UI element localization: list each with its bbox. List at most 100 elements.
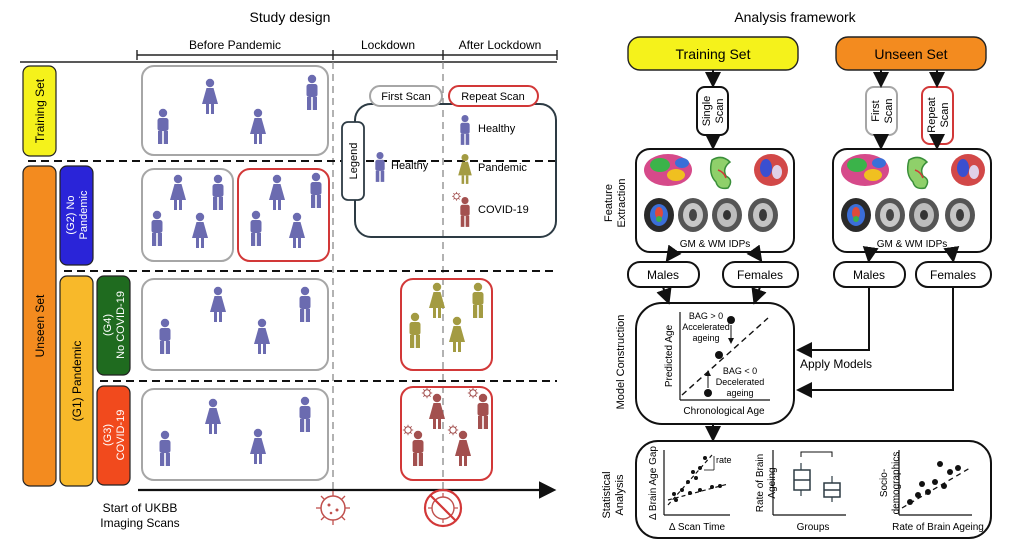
statistical-analysis-label-2: Analysis	[614, 474, 626, 515]
g4-tag	[96, 275, 131, 376]
female-person-icon	[192, 212, 208, 248]
males-left-label: Males	[647, 268, 679, 282]
covid-virus-icon	[402, 424, 414, 436]
male-person-icon	[159, 318, 171, 354]
legend-healthy-label: Healthy	[478, 123, 516, 135]
decelerated-label-1: Decelerated	[716, 377, 765, 387]
legend-title: Legend	[348, 143, 360, 180]
training-set-pill-label: Training Set	[676, 46, 751, 62]
first-scan-label-2: Scan	[883, 98, 895, 123]
participant-icons	[151, 74, 489, 466]
female-person-icon	[429, 282, 445, 318]
single-scan-label-1: Single	[701, 96, 713, 127]
statistical-analysis-label-1: Statistical	[601, 471, 613, 518]
training-set-tag-label: Training Set	[33, 78, 47, 143]
chronological-age-label: Chronological Age	[683, 406, 765, 417]
period-lockdown-label: Lockdown	[361, 38, 415, 52]
g2-repeat-scan-box	[237, 168, 330, 262]
unseen-set-pill	[835, 36, 987, 71]
rate-ageing-axis-label-2: Ageing	[767, 467, 778, 498]
male-person-icon	[409, 312, 421, 348]
male-person-icon	[159, 430, 171, 466]
legend-covid-label: COVID-19	[478, 204, 529, 216]
training-before-box	[141, 65, 329, 156]
legend-healthy-left-label: Healthy	[391, 160, 429, 172]
g3-repeat-scan-box	[400, 386, 493, 481]
male-person-icon	[250, 210, 262, 246]
male-person-icon	[157, 108, 169, 144]
g4-first-scan-box	[141, 278, 329, 371]
period-before-label: Before Pandemic	[189, 38, 281, 52]
females-right-label: Females	[930, 268, 976, 282]
covid-virus-icon	[447, 424, 459, 436]
model-construction-box	[635, 302, 795, 425]
accelerated-label-1: Accelerated	[682, 322, 730, 332]
unseen-set-tag	[22, 165, 57, 487]
female-person-icon	[447, 424, 471, 466]
rate-brain-ageing-axis-label: Rate of Brain Ageing	[892, 522, 984, 533]
rate-label: rate	[716, 455, 732, 465]
accelerated-label-2: ageing	[692, 333, 719, 343]
apply-models-label: Apply Models	[800, 357, 872, 371]
male-person-icon	[472, 282, 484, 318]
female-person-icon	[250, 108, 266, 144]
virus-icon	[316, 491, 350, 525]
single-scan-label-2: Scan	[714, 98, 726, 123]
analysis-framework-title: Analysis framework	[734, 9, 856, 25]
rate-ageing-axis-label-1: Rate of Brain	[755, 454, 766, 512]
g4-tag-label-2: No COVID-19	[115, 291, 127, 359]
covid-virus-icon	[421, 387, 433, 399]
brain-images-right	[841, 154, 985, 232]
female-person-icon	[269, 174, 285, 210]
female-person-icon	[421, 387, 445, 429]
g1-tag-label: (G1) Pandemic	[70, 341, 84, 422]
male-person-icon	[310, 172, 322, 208]
male-person-icon	[460, 114, 470, 145]
bag-plot	[679, 312, 770, 401]
idps-left-label: GM & WM IDPs	[680, 239, 751, 250]
female-person-icon	[250, 428, 266, 464]
g2-first-scan-box	[141, 168, 234, 262]
covid-virus-icon	[467, 387, 479, 399]
flow-arrows	[656, 70, 960, 442]
decelerated-label-2: ageing	[726, 388, 753, 398]
predicted-age-label: Predicted Age	[664, 324, 675, 387]
legend-repeat-scan-label: Repeat Scan	[461, 91, 525, 103]
female-person-icon	[205, 398, 221, 434]
period-after-label: After Lockdown	[459, 38, 542, 52]
female-person-icon	[289, 212, 305, 248]
statistical-analysis-box	[635, 440, 992, 539]
covid-virus-icon	[452, 191, 461, 201]
male-person-icon	[452, 191, 470, 227]
male-person-icon	[467, 387, 489, 429]
males-right-label: Males	[853, 268, 885, 282]
female-person-icon	[202, 78, 218, 114]
delta-bag-axis-label: Δ Brain Age Gap	[648, 446, 659, 520]
no-virus-icon	[423, 488, 463, 528]
female-person-icon	[210, 286, 226, 322]
male-person-icon	[375, 151, 385, 182]
legend-title-tag	[341, 121, 365, 201]
g3-first-scan-box	[141, 388, 329, 481]
male-person-icon	[151, 210, 163, 246]
male-person-icon	[212, 174, 224, 210]
feature-extraction-label-1: Feature	[603, 184, 615, 222]
first-scan-label-1: First	[870, 100, 882, 121]
delta-bag-plot	[663, 450, 730, 516]
female-person-icon	[449, 316, 465, 352]
socio-axis-label-2: demographics	[891, 452, 902, 515]
legend-repeat-scan-pill	[448, 85, 539, 107]
brain-images-left	[644, 154, 788, 232]
groups-axis-label: Groups	[797, 522, 830, 533]
idps-right-label: GM & WM IDPs	[877, 239, 948, 250]
male-person-icon	[299, 396, 311, 432]
study-design-title: Study design	[250, 9, 331, 25]
g2-tag-label-2: Pandemic	[78, 190, 90, 239]
g4-tag-label-1: (G4)	[102, 314, 114, 336]
female-person-icon	[458, 153, 472, 184]
male-person-icon	[306, 74, 318, 110]
unseen-set-tag-label: Unseen Set	[33, 294, 47, 357]
legend-pandemic-label: Pandemic	[478, 162, 527, 174]
bag-negative-label: BAG < 0	[723, 366, 757, 376]
